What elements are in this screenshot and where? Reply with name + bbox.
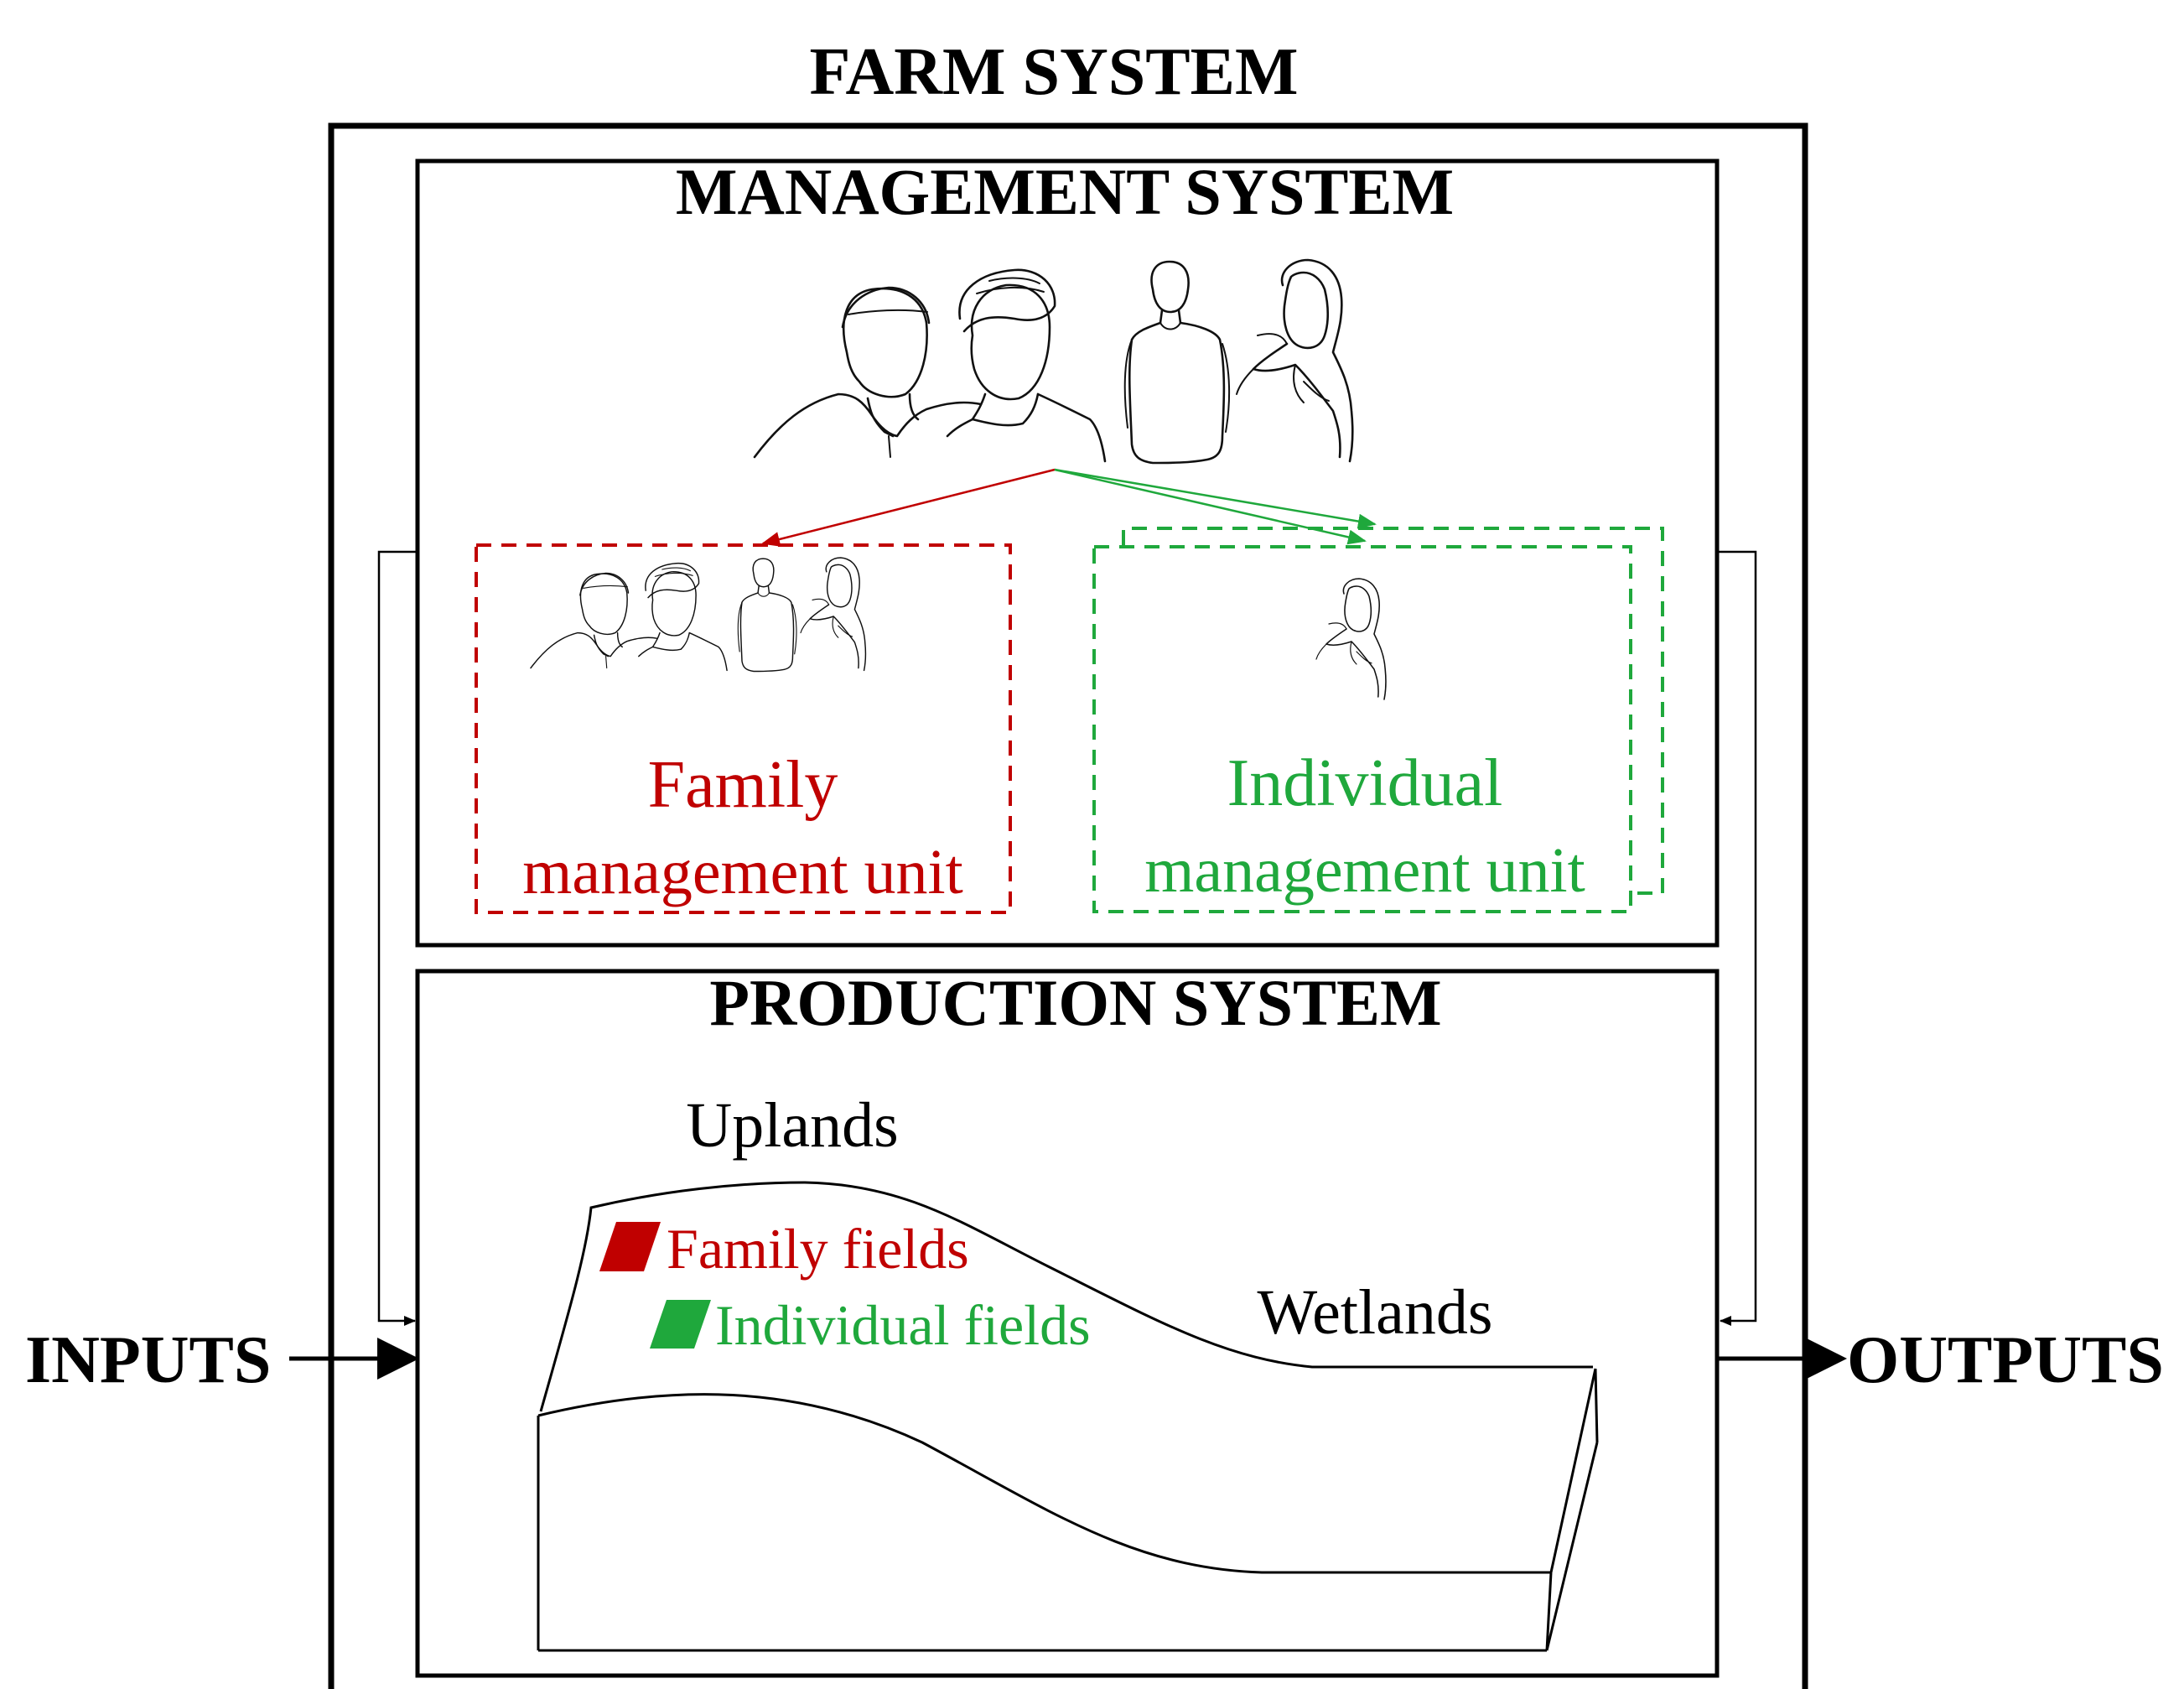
individual-unit-label-line1: Individual: [1227, 746, 1503, 820]
family-unit-label-line1: Family: [648, 748, 838, 822]
inputs-label: INPUTS: [25, 1323, 271, 1397]
family-unit-box: [475, 543, 1012, 914]
production-system-box: [415, 969, 1720, 1678]
family-unit-people: [530, 557, 867, 673]
farm-system-title: FARM SYSTEM: [810, 35, 1299, 109]
individual-unit-label-line2: management unit: [1144, 835, 1585, 906]
management-system-title: MANAGEMENT SYSTEM: [676, 155, 1454, 228]
wetlands-label: Wetlands: [1258, 1277, 1493, 1348]
individual-unit-person: [1315, 578, 1387, 700]
left-feedback-arrow: [377, 550, 418, 1326]
individual-unit-back-box: [1122, 527, 1664, 895]
individual-arrow-2: [1054, 468, 1367, 545]
family-arrow: [761, 468, 1056, 547]
individual-arrow-1: [1054, 468, 1377, 529]
outputs-label: OUTPUTS: [1847, 1323, 2164, 1397]
landscape-cross-section: [537, 1181, 1599, 1652]
individual-fields-label: Individual fields: [715, 1293, 1091, 1357]
production-system-title: PRODUCTION SYSTEM: [709, 966, 1441, 1039]
uplands-label: Uplands: [686, 1090, 898, 1161]
family-fields-label: Family fields: [667, 1217, 969, 1281]
right-feedback-arrow: [1717, 550, 1757, 1326]
family-unit-label-line2: management unit: [522, 837, 963, 907]
individual-fields-swatch: [650, 1300, 711, 1349]
farm-system-box: [328, 122, 1808, 1689]
individual-unit-box: [1092, 545, 1632, 913]
family-fields-swatch: [599, 1222, 661, 1271]
household-people-illustration: [753, 258, 1354, 465]
management-system-box: [415, 159, 1720, 948]
